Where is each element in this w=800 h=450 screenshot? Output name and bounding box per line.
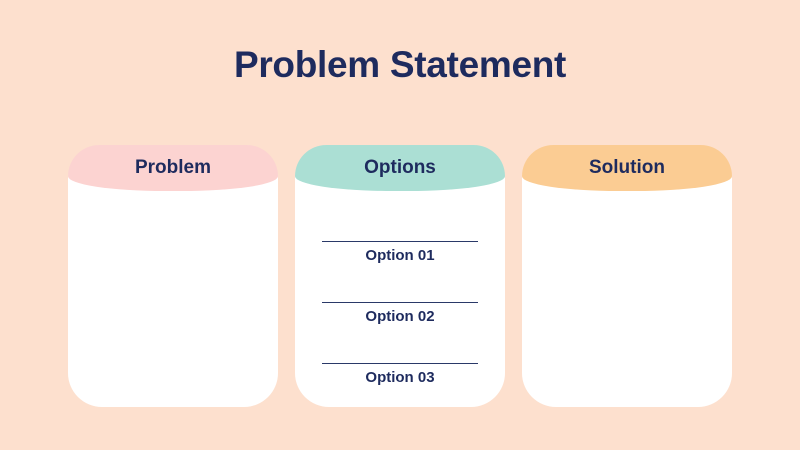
option-03-label: Option 03 — [365, 369, 435, 386]
solution-card-title: Solution — [589, 157, 665, 178]
list-item: Option 01 — [322, 241, 478, 263]
options-card-title: Options — [364, 157, 436, 178]
list-item: Option 03 — [322, 363, 478, 385]
option-02-label: Option 02 — [365, 308, 435, 325]
cards-row: Problem Options Option 01 Option 02 Opti… — [68, 145, 732, 407]
options-card: Options Option 01 Option 02 Option 03 — [295, 145, 505, 407]
page-title: Problem Statement — [233, 44, 567, 85]
option-01-label: Option 01 — [365, 247, 435, 264]
options-list: Option 01 Option 02 Option 03 — [295, 241, 505, 385]
solution-card-header: Solution — [522, 145, 732, 191]
option-divider-line — [322, 241, 478, 242]
problem-card: Problem — [68, 145, 278, 407]
problem-card-title: Problem — [134, 157, 212, 178]
options-card-header: Options — [295, 145, 505, 191]
list-item: Option 02 — [322, 302, 478, 324]
problem-card-header: Problem — [68, 145, 278, 191]
solution-card: Solution — [522, 145, 732, 407]
option-divider-line — [322, 302, 478, 303]
option-divider-line — [322, 363, 478, 364]
